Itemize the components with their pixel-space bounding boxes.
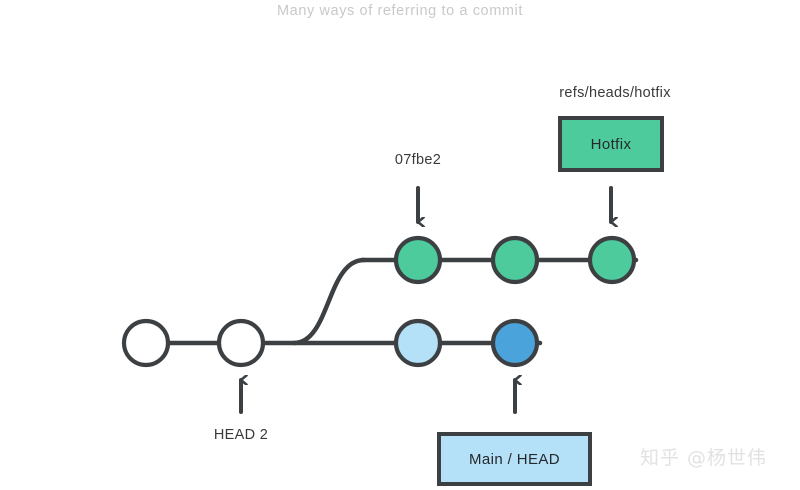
commit-node-hotfix-1[interactable]	[393, 235, 443, 285]
main-head-box[interactable]: Main / HEAD	[437, 432, 592, 486]
hotfix-ref-label: refs/heads/hotfix	[559, 85, 671, 101]
commit-node-main-3[interactable]	[393, 318, 443, 368]
commit-node-main-head[interactable]	[490, 318, 540, 368]
commit-sha-label: 07fbe2	[394, 152, 442, 168]
commit-node-hotfix-2[interactable]	[490, 235, 540, 285]
watermark: 知乎 @杨世伟	[640, 447, 768, 469]
branch-off-curve	[291, 257, 367, 346]
commit-node-main-2[interactable]	[216, 318, 266, 368]
head2-label: HEAD 2	[213, 427, 269, 443]
commit-node-hotfix-tip[interactable]	[587, 235, 637, 285]
page-title: Many ways of referring to a commit	[276, 3, 524, 19]
commit-node-main-1[interactable]	[121, 318, 171, 368]
hotfix-branch-box[interactable]: Hotfix	[558, 116, 664, 172]
